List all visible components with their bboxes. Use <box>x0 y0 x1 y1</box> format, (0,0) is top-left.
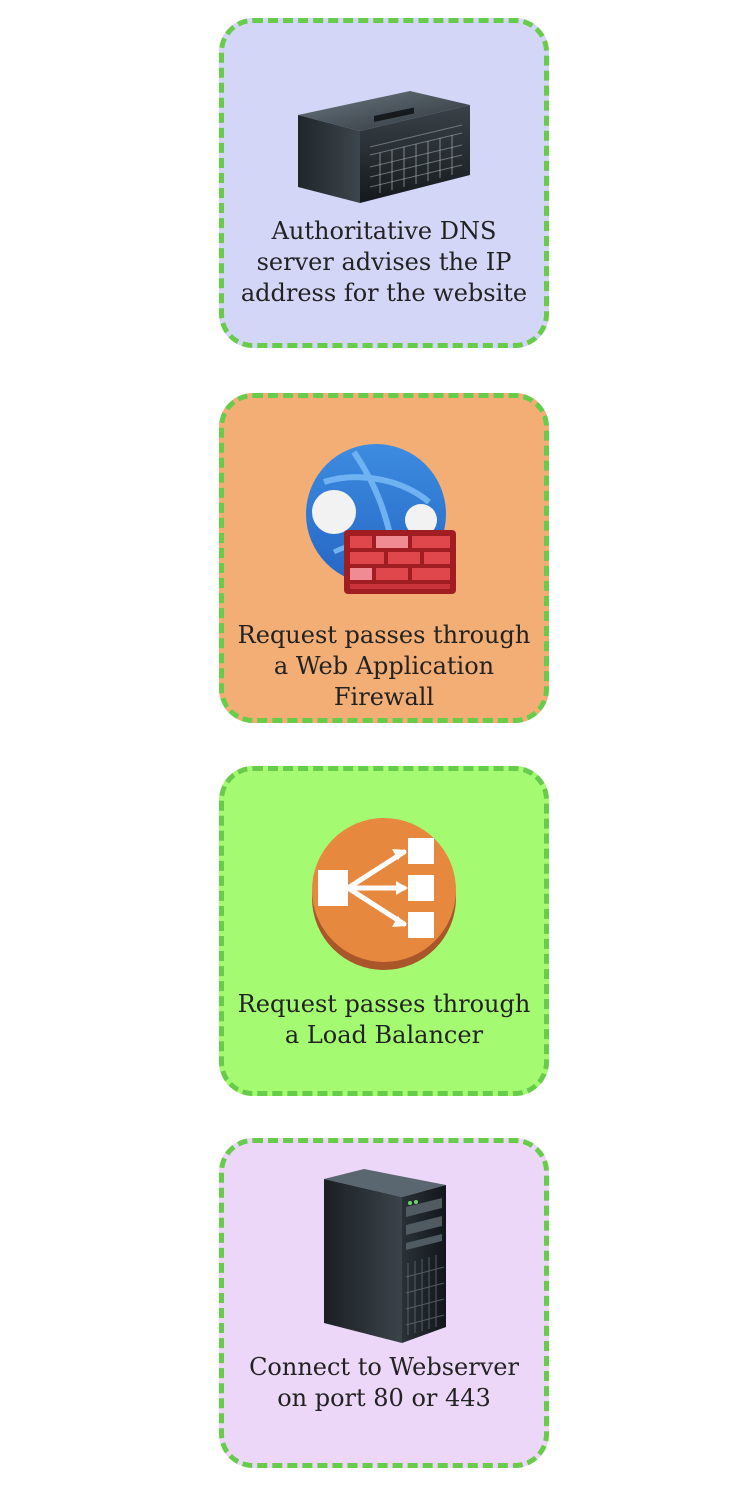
load-balancer-icon <box>224 814 544 970</box>
step-dns-label: Authoritative DNS server advises the IP … <box>240 217 528 307</box>
web-application-firewall-icon <box>224 442 544 597</box>
step-waf-label: Request passes through a Web Application… <box>237 621 531 711</box>
rack-server-icon <box>224 83 544 203</box>
step-lb-card: Request passes through a Load Balancer <box>219 766 549 1096</box>
step-dns-card: Authoritative DNS server advises the IP … <box>219 18 549 348</box>
step-webserver-card: Connect to Webserver on port 80 or 443 <box>219 1138 549 1468</box>
step-webserver-label: Connect to Webserver on port 80 or 443 <box>249 1353 519 1412</box>
tower-server-icon <box>224 1167 544 1343</box>
step-waf-card: Request passes through a Web Application… <box>219 393 549 723</box>
step-lb-label: Request passes through a Load Balancer <box>237 990 531 1049</box>
